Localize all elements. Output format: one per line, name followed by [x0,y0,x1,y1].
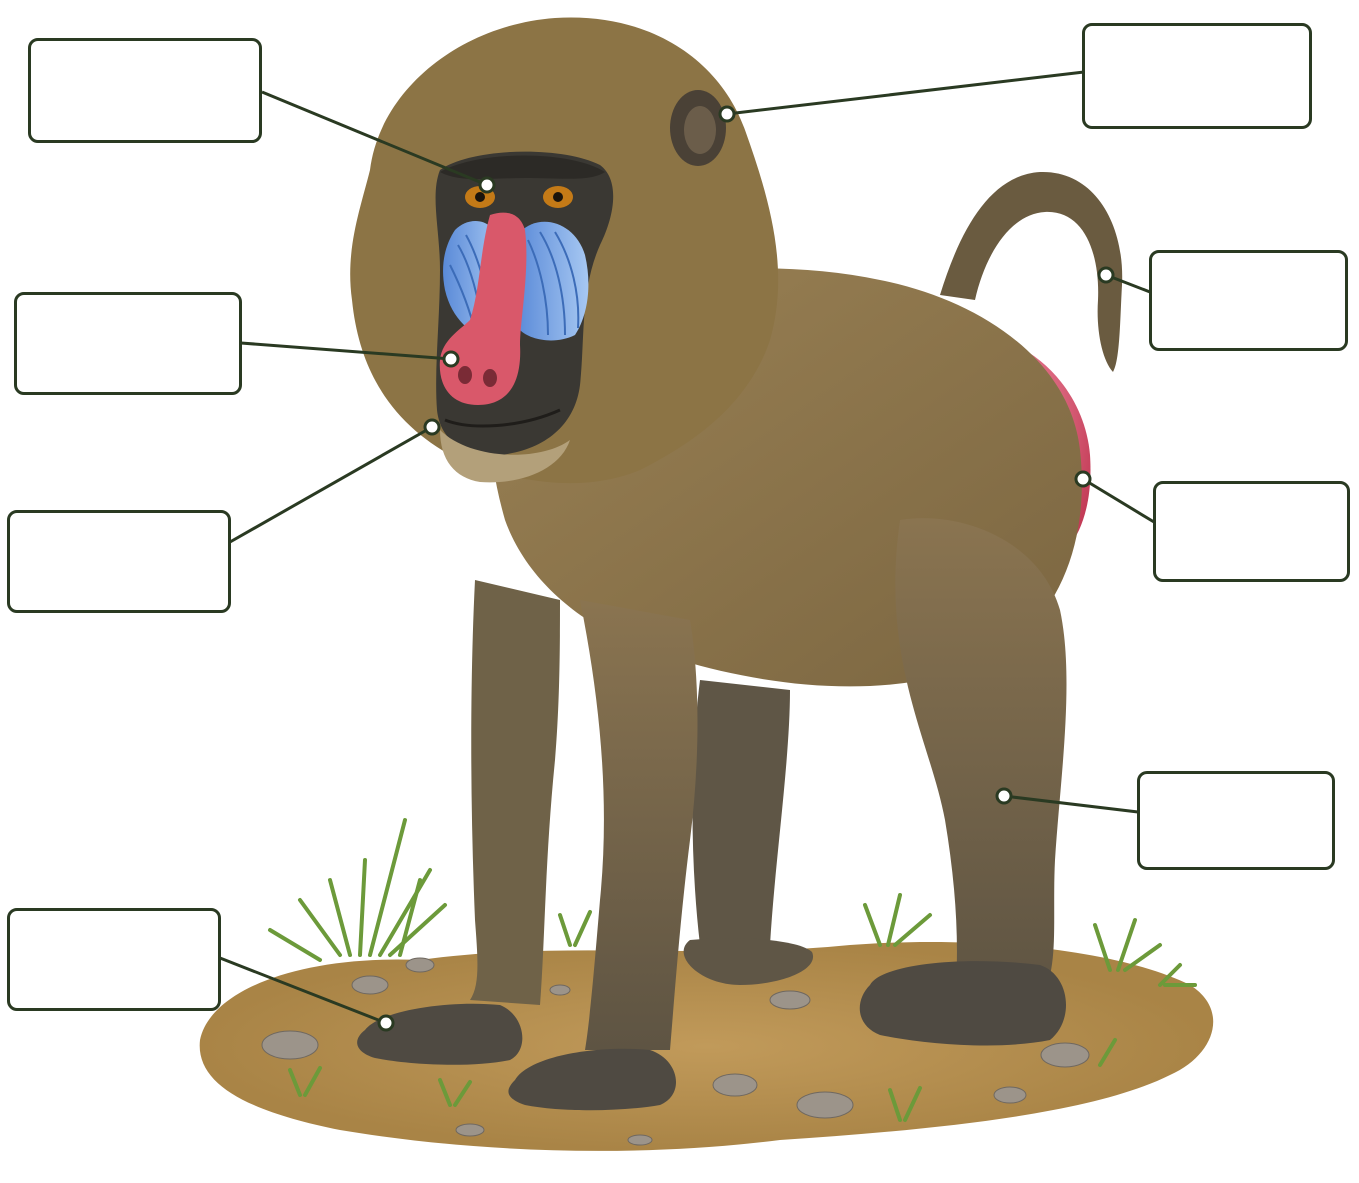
front-leg-left [470,580,560,1005]
label-box-nose[interactable] [14,292,242,395]
label-box-ear[interactable] [1082,23,1312,129]
nostril-left [458,366,472,384]
hind-foot [860,961,1066,1045]
leader-dot-eye [480,178,494,192]
label-box-tail[interactable] [1149,250,1348,351]
label-box-eye[interactable] [28,38,262,143]
ear [670,90,726,166]
label-box-hand[interactable] [7,908,221,1011]
leader-line-chin [230,427,432,542]
hind-leg [895,518,1066,1000]
leader-line-ear [727,72,1084,114]
leader-dot-hand [379,1016,393,1030]
far-legs [684,680,813,985]
label-box-rump[interactable] [1153,481,1350,582]
leader-line-rump [1083,479,1154,522]
leader-dot-hind-leg [997,789,1011,803]
nostril-right [483,369,497,387]
label-box-chin[interactable] [7,510,231,613]
leader-dot-tail [1099,268,1113,282]
leader-dot-ear [720,107,734,121]
leader-dot-nose [444,352,458,366]
leader-dot-chin [425,420,439,434]
leader-dot-rump [1076,472,1090,486]
label-box-hind-leg[interactable] [1137,771,1335,870]
